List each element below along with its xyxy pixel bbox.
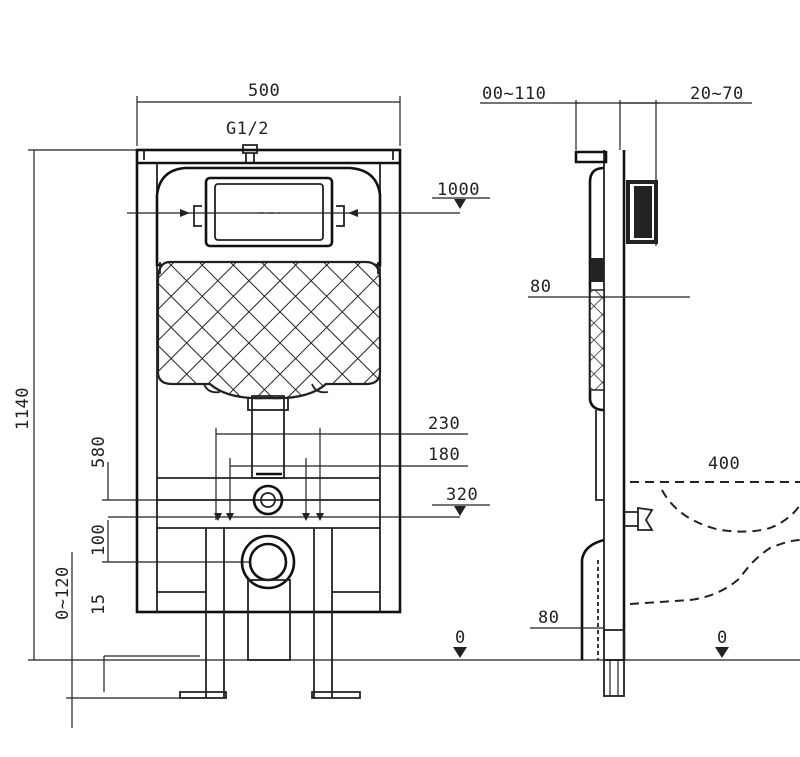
level-marker-1000 [454, 199, 466, 209]
water-outlet-ring [252, 484, 284, 516]
bowl-length-label: 400 [708, 454, 740, 474]
spacing-180-label: 180 [428, 445, 460, 465]
flush-height-label: 1000 [437, 180, 480, 200]
level-marker-320 [454, 506, 466, 516]
side-view: 00~110 20~70 80 400 [480, 84, 800, 697]
inlet-valve-icon [242, 144, 258, 164]
toilet-bowl-outline [661, 489, 800, 533]
cistern-tank [156, 260, 382, 400]
left-foot [179, 660, 227, 699]
total-height-label: 1140 [13, 387, 33, 430]
wall-range-label: 20~70 [690, 84, 744, 104]
bottom-gap-label: 15 [89, 594, 109, 615]
frame-width-label: 500 [248, 81, 280, 101]
floor-level-right-label: 0 [717, 628, 728, 648]
level-marker-floor-right [715, 647, 729, 658]
bottom-80-label: 80 [538, 608, 559, 628]
right-foot [311, 660, 361, 699]
leg-adjust-label: 0~120 [53, 566, 73, 620]
outlet-height-label: 320 [446, 485, 478, 505]
drain-outlet-ring [240, 534, 296, 590]
level-marker-floor-left [453, 647, 467, 658]
side-80-label: 80 [530, 277, 551, 297]
flush-plate-opening [204, 176, 334, 248]
drain-pipe [247, 579, 291, 661]
drain-pipe-side [580, 538, 605, 660]
inlet-label: G1/2 [226, 119, 269, 139]
spacing-230-label: 230 [428, 414, 460, 434]
depth-range-label: 00~110 [482, 84, 546, 104]
frame-outer [135, 148, 402, 614]
cistern-body [155, 166, 382, 267]
front-view: 500 G1/2 1000 [13, 81, 580, 728]
pan-connector [624, 506, 654, 531]
top-bracket [574, 150, 608, 164]
offset-580-label: 580 [89, 436, 109, 468]
floor-level-left-label: 0 [455, 628, 466, 648]
pipe-height-label: 100 [89, 524, 109, 556]
